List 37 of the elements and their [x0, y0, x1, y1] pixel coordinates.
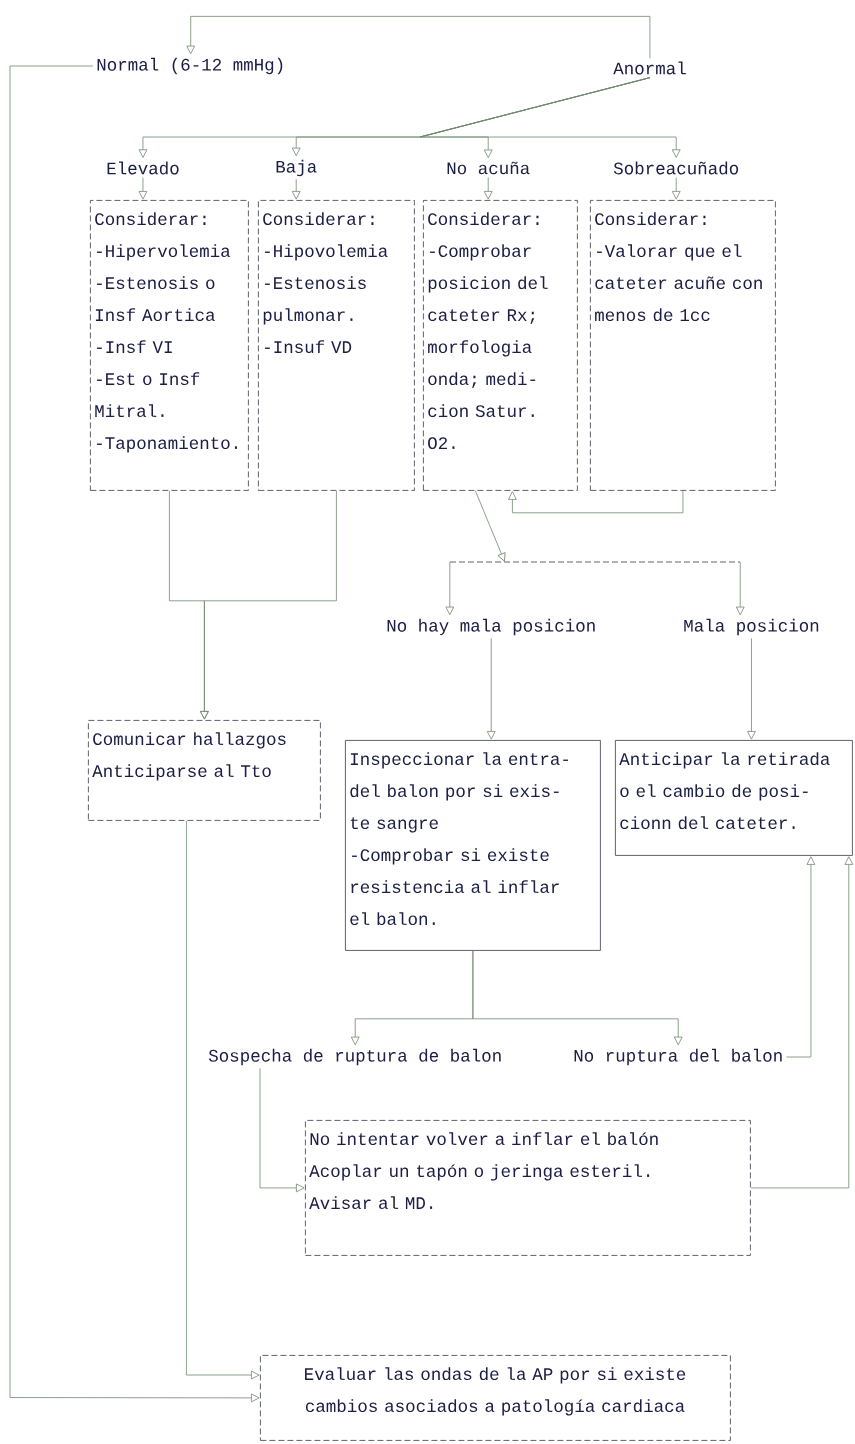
process-box: Comunicar hallazgos Anticiparse al Tto [88, 720, 321, 821]
process-box: Inspeccionar la entra- del balon por si exis- te sangre -Comprobar si existe resistencia al inflar el balon. [345, 740, 601, 951]
arrow [186, 15, 651, 59]
arrow [291, 178, 301, 200]
branch-label: Sospecha de ruptura de balon [208, 1048, 501, 1066]
process-box: Anticipar la retirada o el cambio de posi- cionn del cateter. [615, 740, 853, 856]
branch-label: Anormal [613, 61, 686, 75]
arrow [475, 490, 506, 562]
process-box: Considerar: -Valorar que el cateter acuñe con menos de 1cc [590, 200, 776, 491]
branch-label: No ruptura del balon [574, 1048, 782, 1066]
process-box: Evaluar las ondas de la AP por si existe cambios asociados a patología cardiaca [260, 1355, 731, 1441]
branch-label: No acuña [447, 161, 530, 175]
process-box: Considerar: -Comprobar posicion del cateter Rx; morfologia onda; medi- cion Satur. O2. [423, 200, 578, 491]
arrow [786, 856, 816, 1058]
process-box: No intentar volver a inflar el balón Acoplar un tapón o jeringa esteril. Avisar al MD. [305, 1120, 751, 1256]
process-box: Considerar: -Hipovolemia -Estenosis pulmonar. -Insuf VD [258, 200, 415, 491]
branch-label: No hay mala posicion [387, 618, 595, 636]
branch-label: Mala posicion [684, 618, 819, 636]
arrow [671, 177, 681, 200]
arrow [750, 856, 854, 1189]
arrow [186, 820, 260, 1380]
arrow [138, 177, 148, 200]
arrow [445, 561, 455, 616]
arrow [735, 561, 745, 616]
arrow [200, 490, 337, 720]
process-box: Considerar: -Hipervolemia -Estenosis o Insf Aortica -Insf VI -Est o Insf Mitral. -Taponamiento. [90, 200, 249, 491]
branch-label: Elevado [107, 161, 179, 175]
arrow [9, 65, 260, 1403]
arrow [486, 637, 496, 740]
branch-label: Baja [276, 159, 317, 177]
branch-label: Sobreacuñado [613, 161, 739, 175]
arrow [508, 490, 684, 514]
arrow [747, 637, 756, 740]
branch-label: Normal (6-12 mmHg) [97, 57, 283, 75]
arrow [472, 950, 683, 1046]
arrow [259, 1067, 305, 1193]
arrow [483, 177, 493, 200]
